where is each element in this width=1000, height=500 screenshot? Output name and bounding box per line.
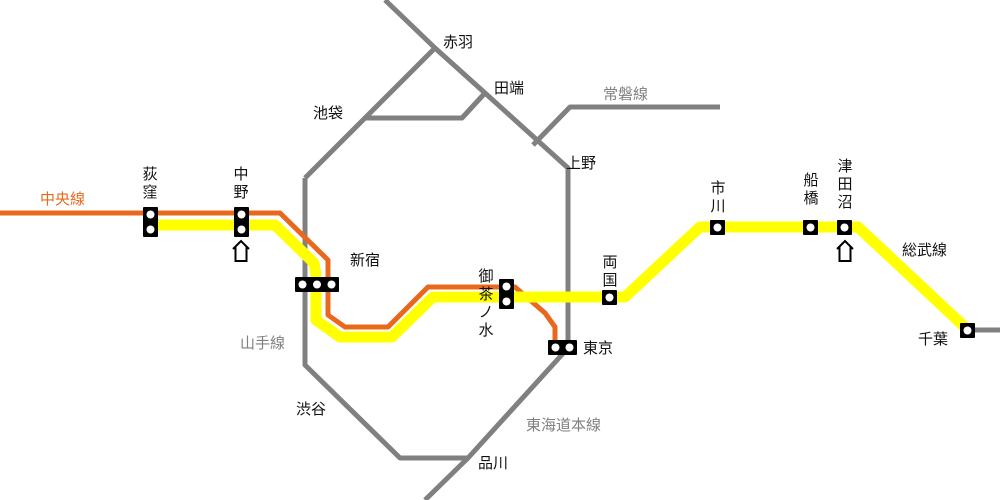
station-label-tsudanuma-3: 沼 <box>837 193 852 211</box>
station-label-ryogoku-2: 国 <box>602 271 617 289</box>
yamanote-loop <box>302 45 571 461</box>
station-label-akabane: 赤羽 <box>443 33 473 51</box>
depot-house-icon <box>836 239 854 262</box>
station-label-shibuya: 渋谷 <box>296 400 326 418</box>
station-label-ueno: 上野 <box>566 154 596 172</box>
station-label-funabashi-2: 橋 <box>803 189 818 207</box>
station-marker-icon <box>602 290 617 305</box>
station-label-tokyo: 東京 <box>583 339 613 357</box>
sobu-line-label: 総武線 <box>902 241 947 259</box>
akabane-line-north <box>383 0 437 50</box>
station-label-ichikawa-1: 市 <box>710 179 725 197</box>
station-label-ogikubo-2: 窪 <box>142 183 157 201</box>
station-label-ogikubo-1: 荻 <box>142 165 157 183</box>
station-marker-icon <box>295 277 339 292</box>
sobu-line-path <box>150 219 972 343</box>
station-label-nakano-1: 中 <box>233 165 248 183</box>
chuo-line-label: 中央線 <box>40 190 85 208</box>
tokaido-line-label: 東海道本線 <box>526 416 601 434</box>
joban-line-label: 常磐線 <box>603 85 648 103</box>
grey-rail-network <box>302 0 1000 500</box>
station-marker-icon <box>960 323 975 338</box>
station-label-tsudanuma-2: 田 <box>837 175 852 193</box>
station-marker-icon <box>837 220 852 235</box>
joban-line <box>531 104 720 147</box>
station-label-ochanomizu-4: 水 <box>478 321 493 339</box>
station-label-chiba: 千葉 <box>918 330 948 348</box>
station-label-tabata: 田端 <box>494 79 524 97</box>
station-marker-icon <box>143 207 158 237</box>
station-label-shinjuku: 新宿 <box>350 251 380 269</box>
yamanote-line-label: 山手線 <box>240 334 285 352</box>
station-label-shinagawa: 品川 <box>478 454 508 472</box>
station-label-nakano-2: 野 <box>233 183 248 201</box>
saikyo-link <box>365 91 487 121</box>
station-label-ichikawa-2: 川 <box>710 197 725 215</box>
depot-house-icon <box>232 239 250 262</box>
station-label-ochanomizu-3: ノ <box>478 303 493 321</box>
station-markers <box>143 207 975 355</box>
station-label-ochanomizu-2: 茶 <box>478 285 493 303</box>
station-marker-icon <box>710 220 725 235</box>
station-label-tsudanuma-1: 津 <box>837 157 852 175</box>
station-label-funabashi-1: 船 <box>803 171 818 189</box>
station-label-ochanomizu-1: 御 <box>478 267 493 285</box>
station-marker-icon <box>234 207 249 237</box>
tokaido-line <box>423 456 470 500</box>
station-marker-icon <box>499 279 514 309</box>
station-label-ryogoku-1: 両 <box>602 253 617 271</box>
chuo-line-path <box>0 210 558 345</box>
station-marker-icon <box>548 340 577 355</box>
station-marker-icon <box>803 220 818 235</box>
station-label-ikebukuro: 池袋 <box>313 104 343 122</box>
